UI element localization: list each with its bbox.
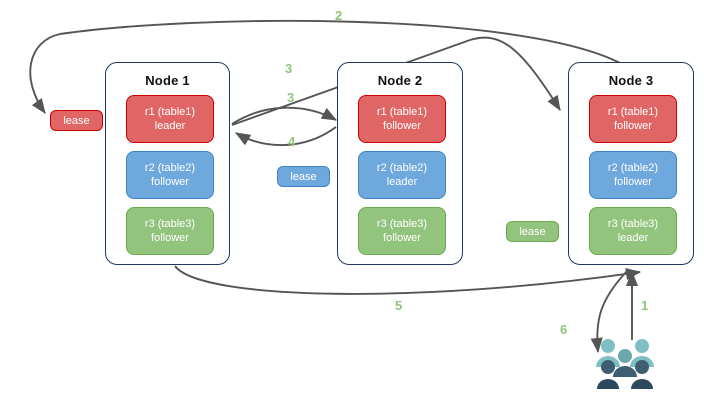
replica-role: leader [617, 232, 649, 244]
replica-cell-n3-r3[interactable]: r3 (table3) leader [589, 207, 677, 255]
lease-label: lease [519, 225, 546, 238]
replica-cell-n2-r1[interactable]: r1 (table1) follower [358, 95, 446, 143]
replica-cell-n1-r3[interactable]: r3 (table3) follower [126, 207, 214, 255]
replica-role: follower [383, 120, 421, 132]
step-label-1: 1 [641, 298, 649, 313]
edge-step-5 [174, 265, 642, 295]
replica-name: r3 (table3) [144, 218, 196, 230]
lease-label: lease [290, 170, 317, 183]
node-title: Node 2 [377, 73, 423, 88]
replica-name: r2 (table2) [376, 162, 428, 174]
replica-name: r2 (table2) [607, 162, 659, 174]
replica-role: leader [154, 120, 186, 132]
replica-name: r1 (table1) [607, 106, 659, 118]
step-label-3b: 3 [287, 90, 295, 105]
replica-cell-n2-r3[interactable]: r3 (table3) follower [358, 207, 446, 255]
replica-role: follower [383, 232, 421, 244]
node-box-node1[interactable]: Node 1 r1 (table1) leader r2 (table2) fo… [105, 62, 230, 265]
step-label-2: 2 [335, 8, 343, 23]
replica-name: r1 (table1) [144, 106, 196, 118]
replica-name: r1 (table1) [376, 106, 428, 118]
replica-role: follower [614, 120, 652, 132]
users-icon [596, 339, 654, 389]
node-box-node2[interactable]: Node 2 r1 (table1) follower r2 (table2) … [337, 62, 463, 265]
edge-step-3-to-node2 [231, 106, 337, 125]
replica-cell-n1-r2[interactable]: r2 (table2) follower [126, 151, 214, 199]
step-label-4: 4 [288, 134, 296, 149]
replica-role: follower [614, 176, 652, 188]
edge-step-4 [235, 126, 337, 147]
node-title: Node 1 [145, 73, 190, 88]
replica-cell-n3-r1[interactable]: r1 (table1) follower [589, 95, 677, 143]
lease-badge-blue[interactable]: lease [277, 166, 330, 187]
step-label-6: 6 [560, 322, 568, 337]
replica-cell-n3-r2[interactable]: r2 (table2) follower [589, 151, 677, 199]
node-title: Node 3 [608, 73, 654, 88]
lease-badge-green[interactable]: lease [506, 221, 559, 242]
replica-role: follower [151, 232, 189, 244]
replica-role: follower [151, 176, 189, 188]
node-box-node3[interactable]: Node 3 r1 (table1) follower r2 (table2) … [568, 62, 694, 265]
replica-name: r3 (table3) [376, 218, 428, 230]
lease-badge-red[interactable]: lease [50, 110, 103, 131]
step-label-3a: 3 [285, 61, 293, 76]
lease-label: lease [63, 114, 90, 127]
replica-name: r2 (table2) [144, 162, 196, 174]
replica-cell-n1-r1[interactable]: r1 (table1) leader [126, 95, 214, 143]
replica-cell-n2-r2[interactable]: r2 (table2) leader [358, 151, 446, 199]
step-label-5: 5 [395, 298, 403, 313]
replica-name: r3 (table3) [607, 218, 659, 230]
replica-role: leader [386, 176, 418, 188]
